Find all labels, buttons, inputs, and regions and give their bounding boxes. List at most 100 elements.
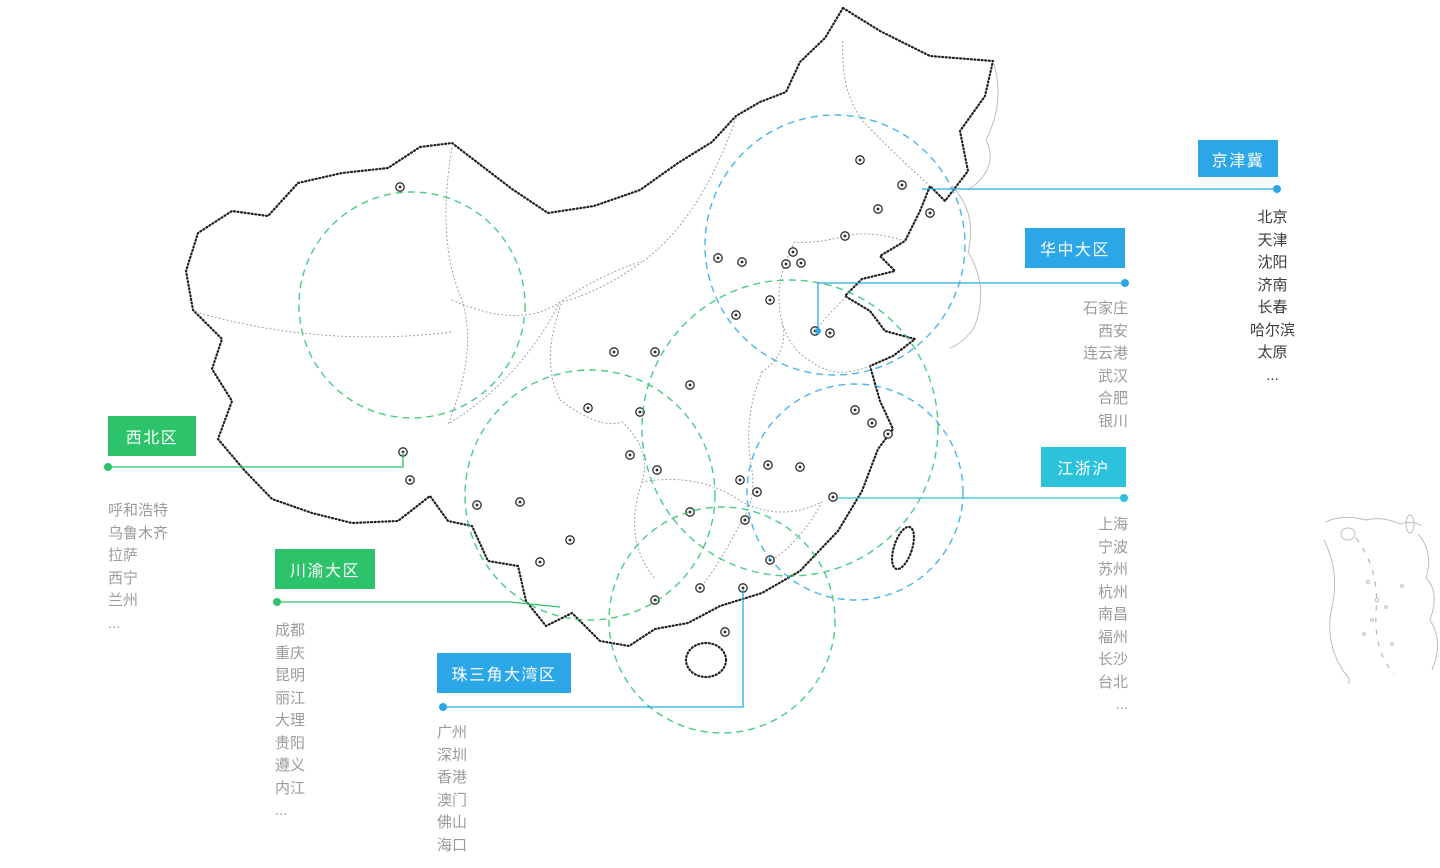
city-item: 苏州 [1097,561,1128,578]
connector-zhusanjiao [443,590,744,708]
city-marker [825,328,835,338]
connector-huazhong [817,282,1125,330]
south-china-sea-inset [1323,514,1438,685]
neighbour-coastlines [949,61,999,349]
city-item: ... [275,802,288,819]
region-cities-chuanyu: 成都重庆昆明丽江大理贵阳遵义内江... [275,620,385,823]
china-map-outline [184,6,995,679]
city-item: 沈阳 [1257,254,1288,271]
city-item: 昆明 [275,667,306,684]
city-marker [867,418,877,428]
region-circle-huazhong [641,279,939,577]
city-marker [763,460,773,470]
connector-xibei [108,452,404,468]
city-marker [752,487,762,497]
region-cities-huazhong: 石家庄西安连云港武汉合肥银川 [1008,298,1128,433]
city-item: 天津 [1257,231,1288,249]
city-item: ... [1266,366,1279,384]
city-item: 佛山 [437,814,468,831]
city-marker [735,475,745,485]
city-item: 海口 [437,836,468,854]
city-item: 香港 [437,769,468,786]
city-marker [731,310,741,320]
region-cities-jiangzhehu: 上海宁波苏州杭州南昌福州长沙台北... [1008,514,1128,717]
region-circle-zhusanjiao [608,506,836,734]
region-cities-xibei: 呼和浩特乌鲁木齐拉萨西宁兰州... [108,500,238,635]
region-circle-jingjinji [704,114,966,376]
city-item: 北京 [1257,209,1288,226]
region-connectors [104,185,1281,711]
city-item: 合肥 [1097,390,1128,407]
city-item: 内江 [275,779,306,797]
city-item: 杭州 [1097,583,1128,601]
city-item: 丽江 [275,689,306,707]
city-item: 连云港 [1082,345,1128,362]
city-marker [695,583,705,593]
city-item: 武汉 [1097,367,1128,385]
city-item: 拉萨 [108,547,139,564]
taiwan-island [890,525,916,571]
hainan-island [684,641,728,679]
city-marker [873,204,883,214]
city-item: 兰州 [108,592,139,609]
city-item: 遵义 [275,757,306,774]
region-tag-huazhong[interactable]: 华中大区 [1025,228,1125,268]
city-marker [795,462,805,472]
city-item: 呼和浩特 [108,502,169,519]
region-cities-zhusanjiao: 广州深圳香港澳门佛山海口... [437,722,547,868]
city-item: 成都 [275,622,306,639]
city-marker [685,380,695,390]
city-item: ... [108,614,121,632]
region-circle-jiangzhehu [746,383,964,601]
city-marker [840,231,850,241]
city-item: 银川 [1097,412,1128,430]
city-marker [883,429,893,439]
city-marker [796,258,806,268]
city-marker [650,347,660,357]
region-tag-jiangzhehu[interactable]: 江浙沪 [1041,447,1126,487]
city-item: 贵阳 [275,734,306,752]
province-borders [195,39,931,587]
city-marker [652,465,662,475]
city-item: 哈尔滨 [1249,321,1295,339]
city-item: 福州 [1097,628,1128,646]
city-item: 广州 [437,724,468,741]
city-item: 济南 [1257,276,1288,294]
city-marker [713,253,723,263]
city-item: 长春 [1257,299,1288,316]
city-marker [855,155,865,165]
city-item: 石家庄 [1082,300,1128,317]
city-item: 西安 [1097,322,1128,340]
region-circle-chuanyu [464,369,716,621]
city-item: 南昌 [1097,606,1128,623]
region-tag-chuanyu[interactable]: 川渝大区 [275,549,375,589]
city-marker [765,555,775,565]
city-item: 台北 [1097,673,1128,691]
city-item: 长沙 [1097,651,1128,668]
city-item: 深圳 [437,746,468,764]
region-tag-zhusanjiao[interactable]: 珠三角大湾区 [437,653,571,693]
region-cities-jingjinji: 北京天津沈阳济南长春哈尔滨太原... [1205,207,1340,387]
city-item: ... [437,859,450,868]
city-marker [788,247,798,257]
city-marker [737,257,747,267]
city-item: 上海 [1097,516,1128,533]
city-marker [625,450,635,460]
city-marker [781,259,791,269]
city-marker [395,182,405,192]
city-item: 宁波 [1097,538,1128,556]
region-circle-xibei [298,191,526,419]
city-marker [583,403,593,413]
city-marker [609,347,619,357]
region-circles [298,114,966,734]
city-markers [395,155,935,637]
city-item: 重庆 [275,644,306,662]
city-item: 澳门 [437,791,468,809]
region-tag-xibei[interactable]: 西北区 [108,416,196,456]
region-tag-jingjinji[interactable]: 京津冀 [1198,140,1278,177]
city-item: 乌鲁木齐 [108,524,169,542]
city-marker [405,475,415,485]
city-marker [535,557,545,567]
